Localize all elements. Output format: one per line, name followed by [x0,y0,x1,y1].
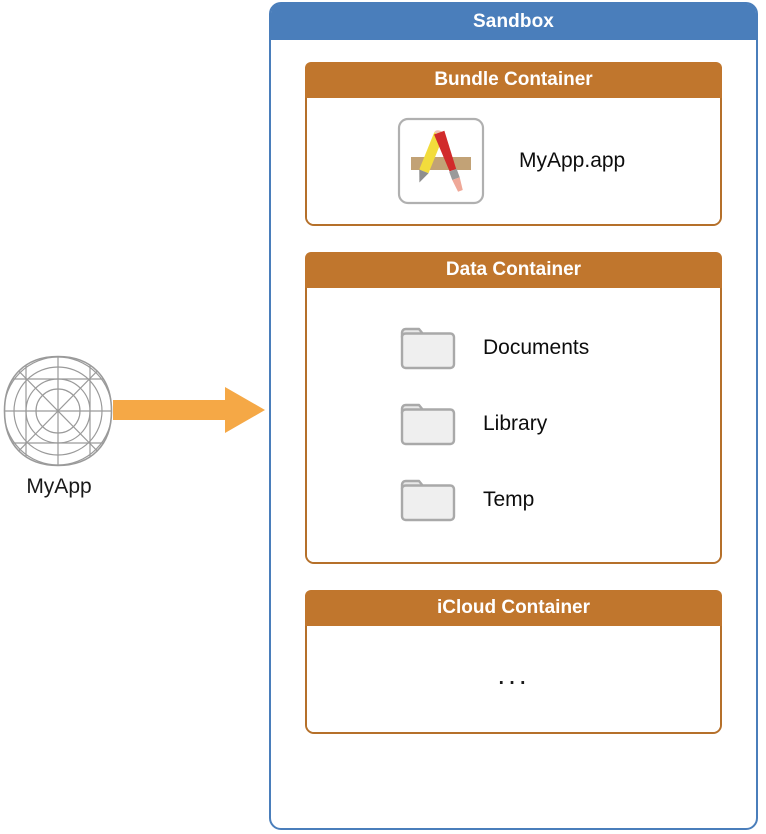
bundle-container-content: MyApp.app [307,98,720,224]
data-container-title: Data Container [445,259,582,280]
data-container: Data Container Documents Library [305,252,722,564]
list-item[interactable]: Temp [307,462,720,538]
right-arrow-icon [113,387,265,433]
icloud-container: iCloud Container ... [305,590,722,734]
sandbox-title-bar: Sandbox [271,4,756,40]
list-item[interactable]: MyApp.app [307,117,625,205]
app-icon-grid-template-icon [3,355,113,467]
sandbox-title: Sandbox [473,11,554,32]
icloud-placeholder-ellipsis: ... [497,659,530,690]
list-item-label: MyApp.app [519,149,626,172]
list-item-label: Documents [483,336,590,359]
sandbox-panel: Sandbox Bundle Container [269,2,758,830]
list-item-label: Library [483,412,548,435]
folder-icon [400,403,456,446]
sandbox-body: Bundle Container [271,40,756,734]
list-item-label: Temp [483,488,535,511]
icloud-container-content: ... [307,626,720,732]
data-container-content: Documents Library Temp [307,288,720,562]
bundle-container: Bundle Container [305,62,722,226]
bundle-container-title: Bundle Container [434,69,593,90]
folder-icon [400,479,456,522]
folder-icon [400,327,456,370]
icloud-container-title: iCloud Container [436,597,591,618]
data-container-header: Data Container [305,252,722,288]
app-source-node: MyApp [3,355,115,498]
icloud-container-header: iCloud Container [305,590,722,626]
list-item[interactable]: Library [307,386,720,462]
app-source-label: MyApp [26,475,92,498]
app-bundle-icon [397,117,485,205]
list-item[interactable]: Documents [307,310,720,386]
bundle-container-header: Bundle Container [305,62,722,98]
